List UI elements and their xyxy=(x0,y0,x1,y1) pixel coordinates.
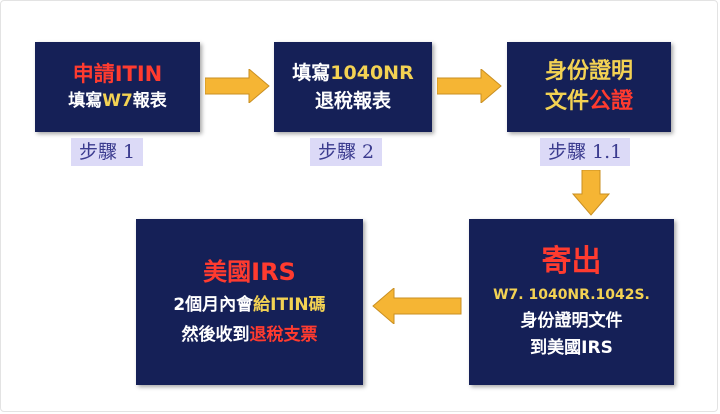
text-run: 寄出 xyxy=(541,244,602,279)
step-2-box: 填寫1040NR 退稅報表 xyxy=(274,42,432,132)
step-5-box: 美國IRS 2個月內會給ITIN碼 然後收到退稅支票 xyxy=(136,219,363,385)
step-4-box: 寄出 W7. 1040NR.1042S. 身份證明文件 到美國IRS xyxy=(469,219,674,385)
step-3-box: 身份證明 文件公證 xyxy=(507,42,671,132)
text-run: 2個月內會 xyxy=(173,295,254,315)
text-run: 然後收到 xyxy=(181,325,250,345)
step-4-line-3: 身份證明文件 xyxy=(521,308,623,335)
text-run: 填寫 xyxy=(292,62,331,84)
text-run: 公證 xyxy=(589,89,634,114)
text-run: 身份證明文件 xyxy=(520,311,623,331)
step-1-label: 步驟 1 xyxy=(71,138,144,166)
step-2-subtitle: 退稅報表 xyxy=(315,87,391,115)
step-1-title: 申請ITIN xyxy=(73,60,163,88)
arrow-right-icon xyxy=(437,69,502,103)
text-run: 退稅報表 xyxy=(314,90,391,112)
step-1-subtitle: 填寫W7報表 xyxy=(68,88,167,114)
step-4-line-4: 到美國IRS xyxy=(530,335,613,362)
text-run: 文件 xyxy=(544,89,589,114)
arrow-down-icon xyxy=(572,170,610,216)
text-run: 美國IRS xyxy=(203,258,296,286)
step-2-title: 填寫1040NR xyxy=(292,59,413,87)
step-4-line-2: W7. 1040NR.1042S. xyxy=(493,282,650,308)
text-run: 申請ITIN xyxy=(72,62,163,86)
text-run: 填寫 xyxy=(68,91,103,111)
text-run: 身份證明 xyxy=(544,59,633,84)
step-2-label: 步驟 2 xyxy=(310,138,383,166)
text-run: 報表 xyxy=(132,91,167,111)
step-5-title: 美國IRS xyxy=(203,254,296,290)
step-4-title: 寄出 xyxy=(542,242,602,282)
step-3-label: 步驟 1.1 xyxy=(540,138,631,166)
text-run: W7 xyxy=(102,91,133,111)
step-5-line-3: 然後收到退稅支票 xyxy=(182,320,318,350)
text-run: W7. 1040NR.1042S. xyxy=(493,287,650,303)
text-run: 給ITIN碼 xyxy=(253,295,326,315)
step-3-title: 身份證明 xyxy=(545,57,633,87)
arrow-right-icon xyxy=(205,69,270,103)
step-3-subtitle: 文件公證 xyxy=(545,87,633,117)
text-run: 1040NR xyxy=(330,62,414,84)
step-1-box: 申請ITIN 填寫W7報表 xyxy=(35,42,200,132)
text-run: 退稅支票 xyxy=(249,325,318,345)
arrow-left-icon xyxy=(372,288,462,324)
text-run: 到美國IRS xyxy=(530,338,613,358)
step-5-line-2: 2個月內會給ITIN碼 xyxy=(173,290,325,320)
